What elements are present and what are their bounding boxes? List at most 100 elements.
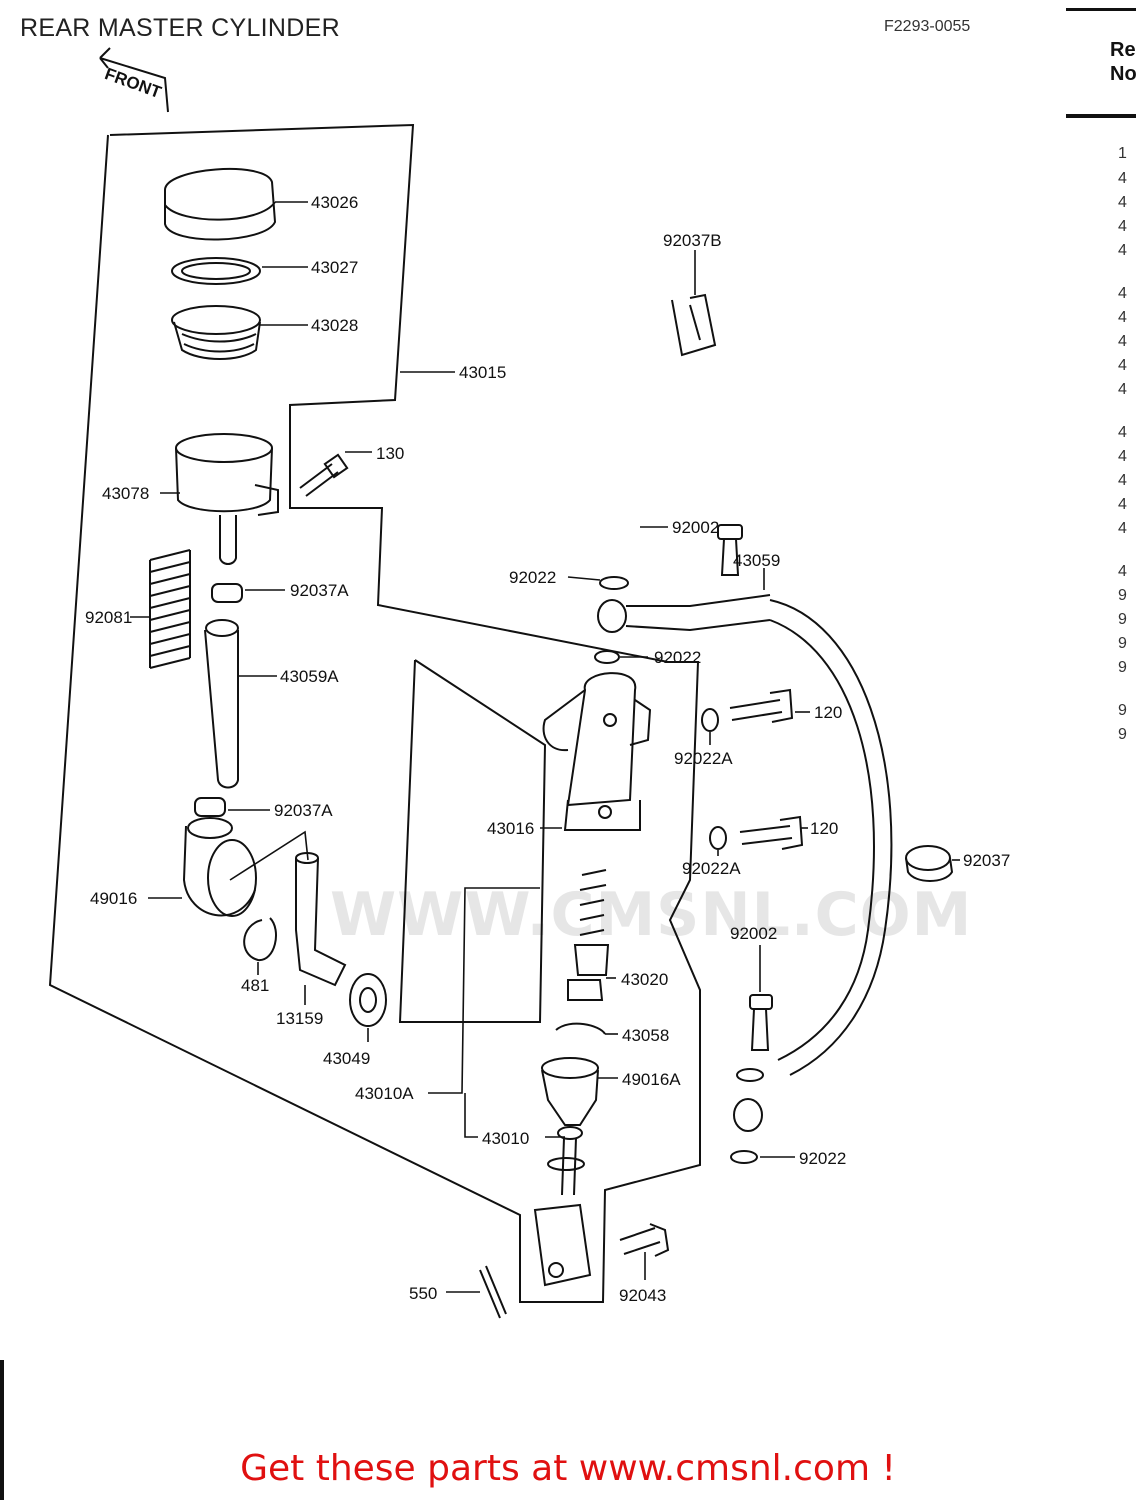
callout-120-lower: 120 <box>810 819 838 838</box>
callout-43049: 43049 <box>323 1049 370 1068</box>
grommet-part <box>349 973 387 1027</box>
callout-92002-lower: 92002 <box>730 924 777 943</box>
push-rod-part <box>533 1126 592 1287</box>
callout-92043: 92043 <box>619 1286 666 1305</box>
brake-hose-part <box>597 594 893 1132</box>
pin-92043-part <box>619 1223 670 1257</box>
table-row: 4 <box>1118 194 1127 211</box>
elbow-fitting-part <box>182 817 257 917</box>
cylinder-group-outline <box>398 659 547 1023</box>
table-row: 9 <box>1118 726 1127 743</box>
callout-92037B: 92037B <box>663 231 722 250</box>
table-row: 4 <box>1118 496 1127 513</box>
footer-cta-link[interactable]: Get these parts at www.cmsnl.com ! <box>240 1448 896 1489</box>
table-header-rule <box>1066 114 1136 118</box>
reservoir-body-part <box>175 433 279 565</box>
callout-49016A: 49016A <box>622 1070 681 1089</box>
banjo-bolt-top-part <box>717 524 743 576</box>
dust-boot-part <box>541 1057 599 1126</box>
table-row: 4 <box>1118 381 1127 398</box>
table-row: 9 <box>1118 702 1127 719</box>
reservoir-cap-part <box>164 168 277 241</box>
reservoir-group-outline <box>48 123 701 1303</box>
callout-43058: 43058 <box>622 1026 669 1045</box>
washer-lower-part <box>736 1068 764 1082</box>
table-header-line1: Re <box>1110 39 1136 61</box>
table-row: 4 <box>1118 424 1127 441</box>
table-row: 4 <box>1118 218 1127 235</box>
callout-92037: 92037 <box>963 851 1010 870</box>
table-row: 4 <box>1118 285 1127 302</box>
clamp-lower-part <box>194 797 226 817</box>
table-header-line2: No <box>1110 63 1136 85</box>
callout-92022-c: 92022 <box>799 1149 846 1168</box>
table-row: 9 <box>1118 611 1127 628</box>
callout-92022-a: 92022 <box>509 568 556 587</box>
table-row: 4 <box>1118 520 1127 537</box>
callout-43028: 43028 <box>311 316 358 335</box>
callout-92022A-upper: 92022A <box>674 749 733 768</box>
callout-43015: 43015 <box>459 363 506 382</box>
washer-92022A-upper-part <box>701 708 719 732</box>
diaphragm-plate-part <box>171 257 261 285</box>
callout-92002-top: 92002 <box>672 518 719 537</box>
piston-assembly-part <box>567 869 610 1001</box>
table-row: 4 <box>1118 448 1127 465</box>
cotter-pin-part <box>479 1265 507 1319</box>
table-row: 4 <box>1118 357 1127 374</box>
table-row: 9 <box>1118 659 1127 676</box>
callout-92022-b: 92022 <box>654 648 701 667</box>
callout-43027: 43027 <box>311 258 358 277</box>
callout-92081: 92081 <box>85 608 132 627</box>
circlip-part <box>243 917 277 962</box>
callout-92037A-lower: 92037A <box>274 801 333 820</box>
callout-481: 481 <box>241 976 269 995</box>
washer-top2-part <box>594 650 620 664</box>
callout-43020: 43020 <box>621 970 668 989</box>
callout-49016: 49016 <box>90 889 137 908</box>
callout-130: 130 <box>376 444 404 463</box>
table-row: 4 <box>1118 309 1127 326</box>
table-row: 4 <box>1118 242 1127 259</box>
table-header: Re No <box>1110 38 1136 86</box>
table-row: 4 <box>1118 170 1127 187</box>
hose-clip-part <box>671 293 717 357</box>
washer-92022A-lower-part <box>709 826 727 850</box>
callout-43026: 43026 <box>311 193 358 212</box>
washer-lower2-part <box>730 1150 758 1164</box>
spring-part <box>149 549 191 669</box>
front-arrow-icon <box>99 47 169 113</box>
diagram-code: F2293-0055 <box>884 18 971 35</box>
callout-92037A-upper: 92037A <box>290 581 349 600</box>
bolt-120-lower-part <box>739 815 804 850</box>
table-row: 4 <box>1118 563 1127 580</box>
callout-43010A: 43010A <box>355 1084 414 1103</box>
table-row: 9 <box>1118 635 1127 652</box>
callout-43059: 43059 <box>733 551 780 570</box>
connector-part <box>295 852 347 987</box>
washer-top-part <box>599 576 629 590</box>
reservoir-hose-part <box>204 619 239 789</box>
table-row: 9 <box>1118 587 1127 604</box>
bolt-130-part <box>299 453 349 497</box>
page-title: REAR MASTER CYLINDER <box>20 14 340 42</box>
parts-list-table-cropped: Re No 1 4 4 4 4 4 4 4 4 4 4 4 4 4 4 4 9 … <box>1066 0 1136 760</box>
diaphragm-part <box>171 305 261 360</box>
callout-43010: 43010 <box>482 1129 529 1148</box>
callout-550: 550 <box>409 1284 437 1303</box>
table-top-rule <box>1066 8 1136 11</box>
callout-43078: 43078 <box>102 484 149 503</box>
banjo-bolt-lower-part <box>749 994 773 1051</box>
exploded-parts-diagram: FRONT 43026 43027 43028 43015 130 43078 … <box>48 47 1010 1319</box>
table-row: 4 <box>1118 333 1127 350</box>
grommet-92037-part <box>905 845 954 882</box>
bolt-120-upper-part <box>729 688 794 723</box>
front-label: FRONT <box>102 64 164 102</box>
left-edge-bar <box>0 1360 4 1500</box>
callout-43059A: 43059A <box>280 667 339 686</box>
callout-13159: 13159 <box>276 1009 323 1028</box>
circlip-43058-part <box>555 1022 606 1035</box>
callout-120-upper: 120 <box>814 703 842 722</box>
callout-43016: 43016 <box>487 819 534 838</box>
callout-92022A-lower: 92022A <box>682 859 741 878</box>
